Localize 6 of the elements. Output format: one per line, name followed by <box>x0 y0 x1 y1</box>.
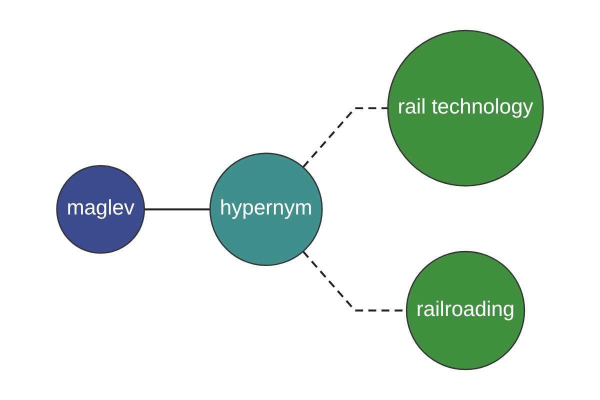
node-circle: railroading <box>406 250 526 370</box>
node-circle: rail technology <box>387 30 544 186</box>
connector <box>144 208 210 210</box>
node-circle: hypernym <box>209 152 323 266</box>
connector <box>302 107 388 168</box>
node-circle: maglev <box>56 164 145 254</box>
